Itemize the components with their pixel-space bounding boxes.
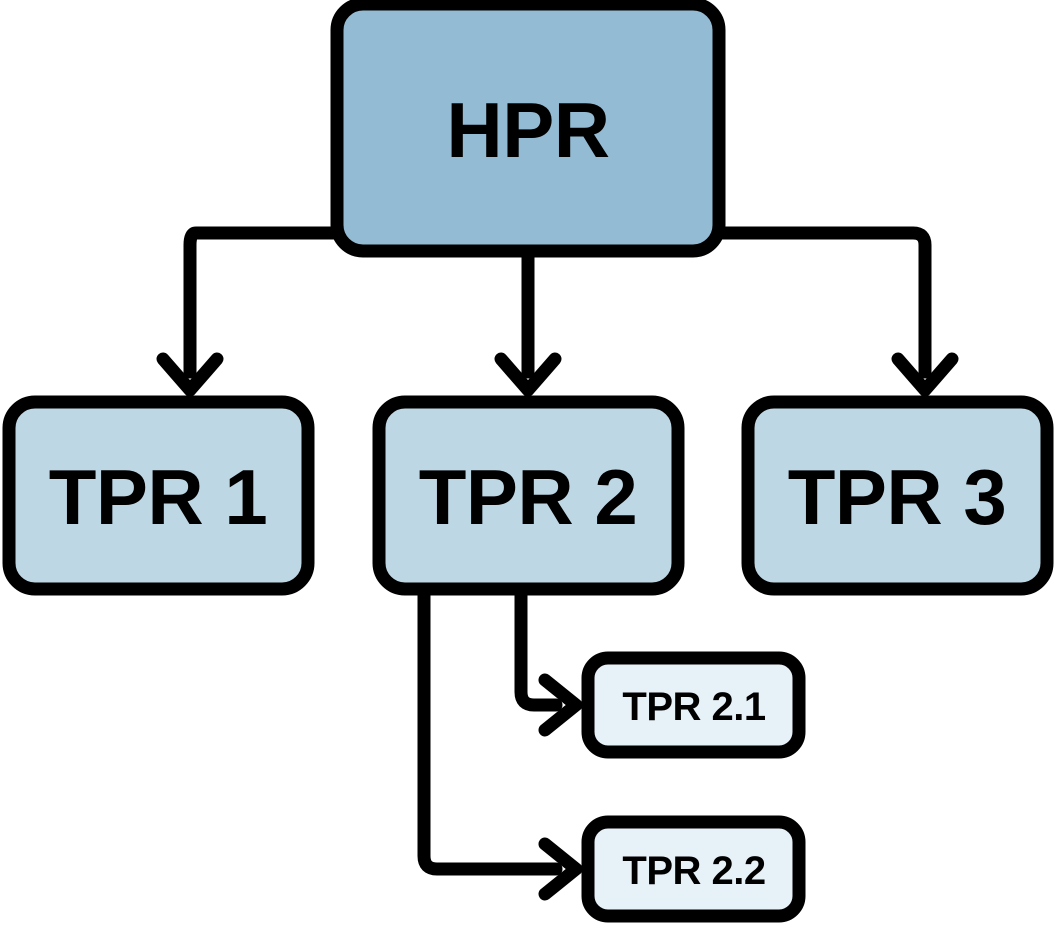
arrowhead-tpr3 xyxy=(891,352,959,397)
node-hpr[interactable]: HPR xyxy=(330,0,726,258)
node-hpr-label: HPR xyxy=(446,86,609,174)
arrowhead-tpr2 xyxy=(494,352,562,397)
node-tpr22-label: TPR 2.2 xyxy=(622,849,765,893)
node-tpr1-label: TPR 1 xyxy=(49,453,268,541)
arrowhead-tpr1 xyxy=(156,352,224,397)
node-hpr-box[interactable] xyxy=(330,0,726,258)
node-tpr2[interactable]: TPR 2 xyxy=(372,395,685,596)
node-tpr22[interactable]: TPR 2.2 xyxy=(581,815,806,923)
edge-tpr2-to-tpr21 xyxy=(514,588,563,712)
node-tpr3-label: TPR 3 xyxy=(788,453,1007,541)
node-tpr21[interactable]: TPR 2.1 xyxy=(581,651,806,759)
edge-hpr-to-tpr3 xyxy=(712,226,932,379)
node-tpr3-box[interactable] xyxy=(741,395,1054,596)
connector-group xyxy=(156,226,959,901)
node-tpr22-box[interactable] xyxy=(581,815,806,923)
node-tpr2-label: TPR 2 xyxy=(419,453,638,541)
node-tpr1[interactable]: TPR 1 xyxy=(2,395,315,596)
edge-tpr2-to-tpr22 xyxy=(417,588,563,876)
node-tpr21-box[interactable] xyxy=(581,651,806,759)
node-tpr21-label: TPR 2.1 xyxy=(622,685,765,729)
arrowhead-tpr22 xyxy=(538,837,583,901)
edge-hpr-to-tpr1 xyxy=(183,226,344,379)
node-tpr2-box[interactable] xyxy=(372,395,685,596)
node-tpr1-box[interactable] xyxy=(2,395,315,596)
arrowhead-tpr21 xyxy=(538,673,583,737)
node-tpr3[interactable]: TPR 3 xyxy=(741,395,1054,596)
